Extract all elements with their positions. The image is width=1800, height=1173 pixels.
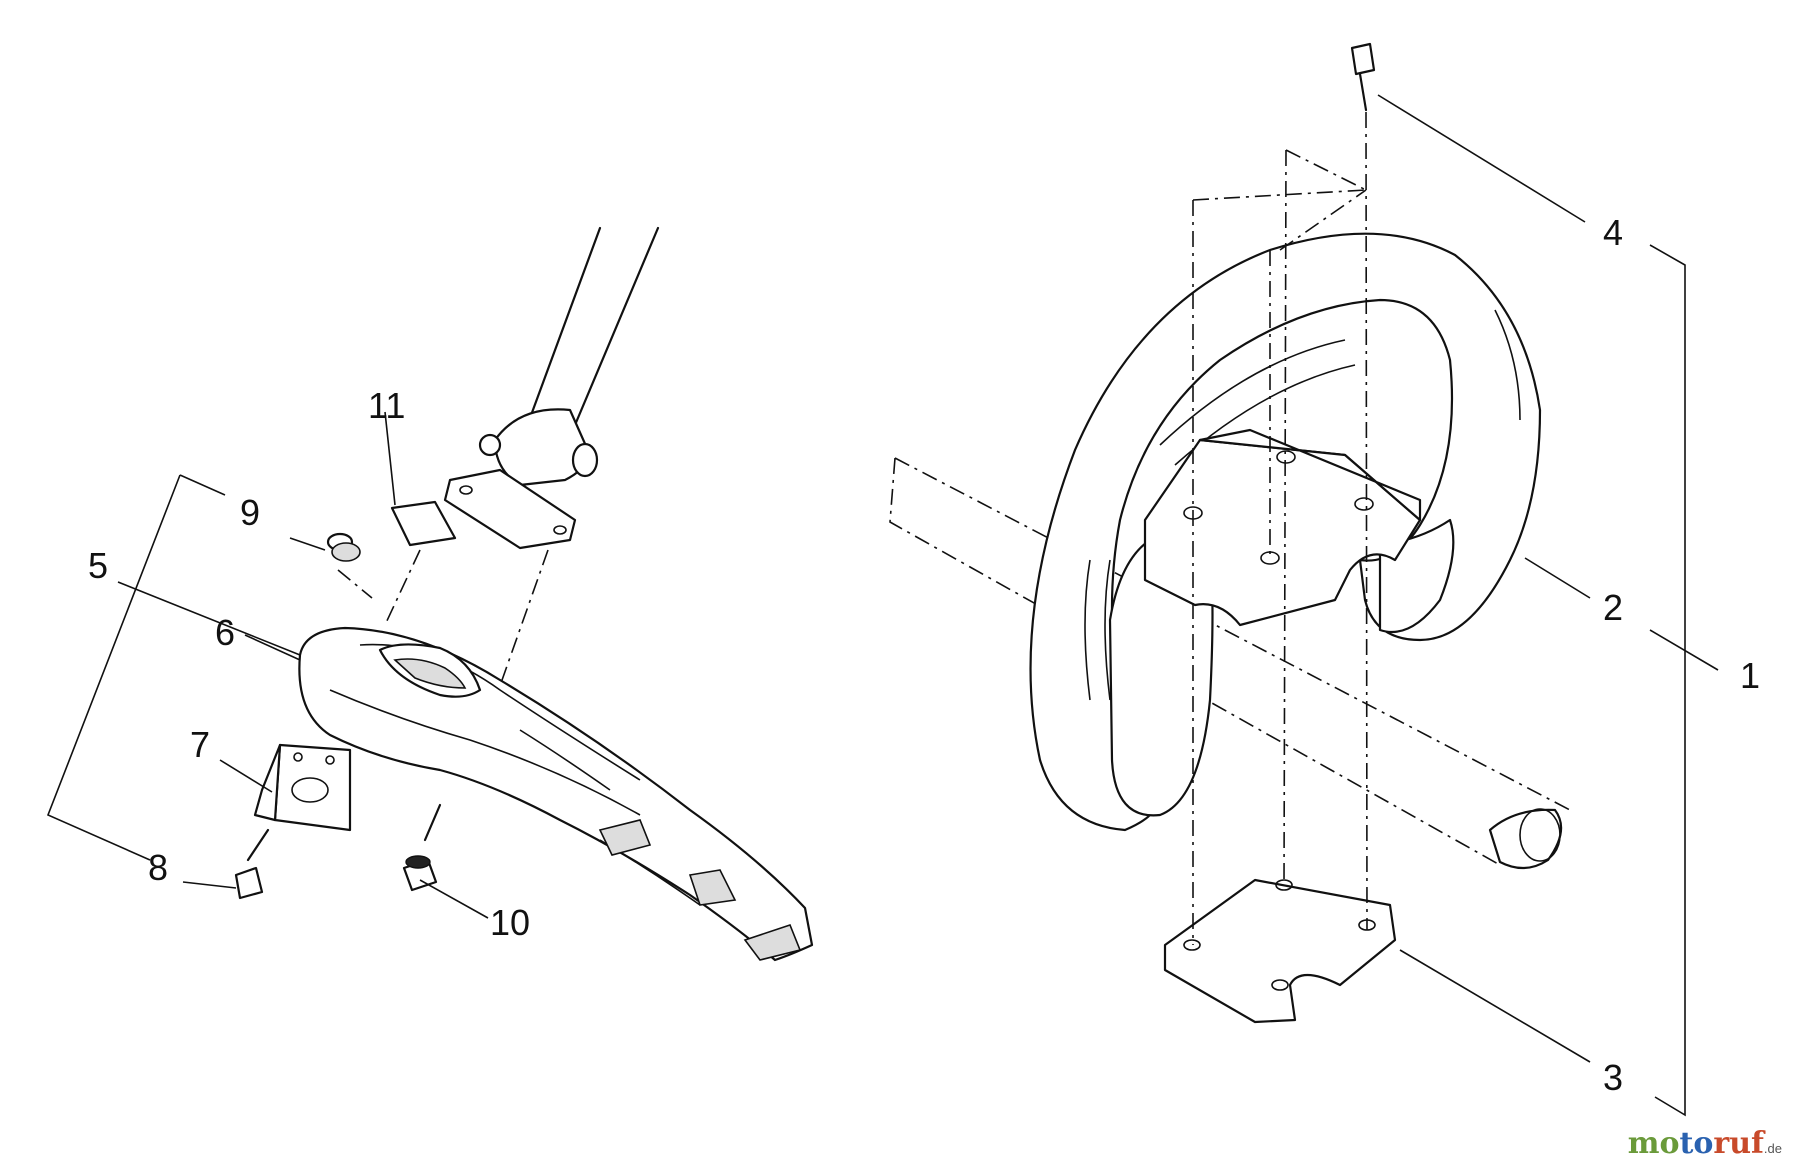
label-sticker [390, 500, 457, 547]
label-part-5: 5 [88, 545, 108, 586]
left-shield-assembly [46, 226, 814, 962]
screw-10 [402, 803, 442, 892]
label-part-2: 2 [1603, 587, 1623, 628]
label-part-11: 11 [368, 385, 405, 426]
label-part-9: 9 [240, 492, 260, 533]
clamp-plate [443, 468, 577, 550]
label-part-10: 10 [490, 902, 530, 943]
label-part-6: 6 [215, 612, 235, 653]
bracket-plate [273, 743, 352, 832]
debris-shield [298, 626, 814, 962]
screw-8 [234, 828, 270, 900]
motoruf-watermark-logo: motoruf.de [1627, 1126, 1782, 1161]
shaft-clamp [493, 408, 592, 487]
label-part-4: 4 [1603, 212, 1623, 253]
label-part-1: 1 [1740, 655, 1760, 696]
bolt-4 [1350, 42, 1376, 112]
handle-tube [889, 457, 1571, 866]
shaft-tube [528, 226, 660, 427]
upper-clamp [1143, 438, 1422, 627]
label-part-3: 3 [1603, 1057, 1623, 1098]
stud-part [326, 532, 361, 562]
label-part-8: 8 [148, 847, 168, 888]
lower-clamp [1163, 878, 1397, 1024]
label-part-7: 7 [190, 724, 210, 765]
right-handle-assembly [889, 42, 1719, 1117]
